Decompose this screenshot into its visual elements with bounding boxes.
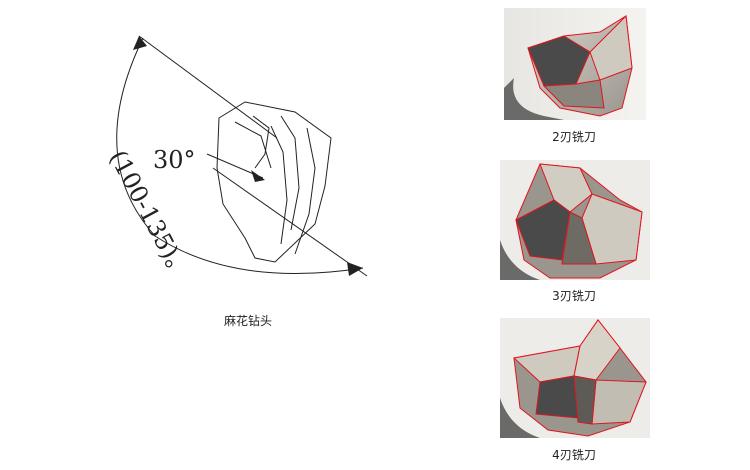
drill-land: [294, 127, 316, 255]
mill-caption-3: 3刃铣刀: [552, 289, 596, 303]
dimension-line-lower: [212, 167, 368, 277]
drill-flute-3: [270, 125, 288, 245]
four-flute-mill-photo: [500, 318, 650, 438]
angle-arc: [116, 37, 364, 275]
drill-flute-2: [280, 115, 300, 231]
inner-angle-label: 30°: [153, 146, 196, 174]
drill-flute-1: [252, 115, 270, 169]
mill-caption-4: 4刃铣刀: [552, 448, 596, 462]
two-flute-mill-photo: [504, 8, 646, 120]
drill-body: [216, 101, 332, 263]
drill-caption: 麻花钻头: [223, 314, 273, 328]
twist-drill-diagram: 30° (100-135)。: [104, 35, 368, 285]
arrowhead-lower: [347, 262, 363, 276]
drill-lip: [234, 121, 272, 169]
arrowhead-upper: [133, 36, 147, 50]
mill-caption-2: 2刃铣刀: [552, 130, 596, 144]
three-flute-mill-photo: [500, 160, 650, 280]
arrowhead-inner: [251, 170, 265, 182]
dimension-line-upper: [138, 35, 278, 139]
